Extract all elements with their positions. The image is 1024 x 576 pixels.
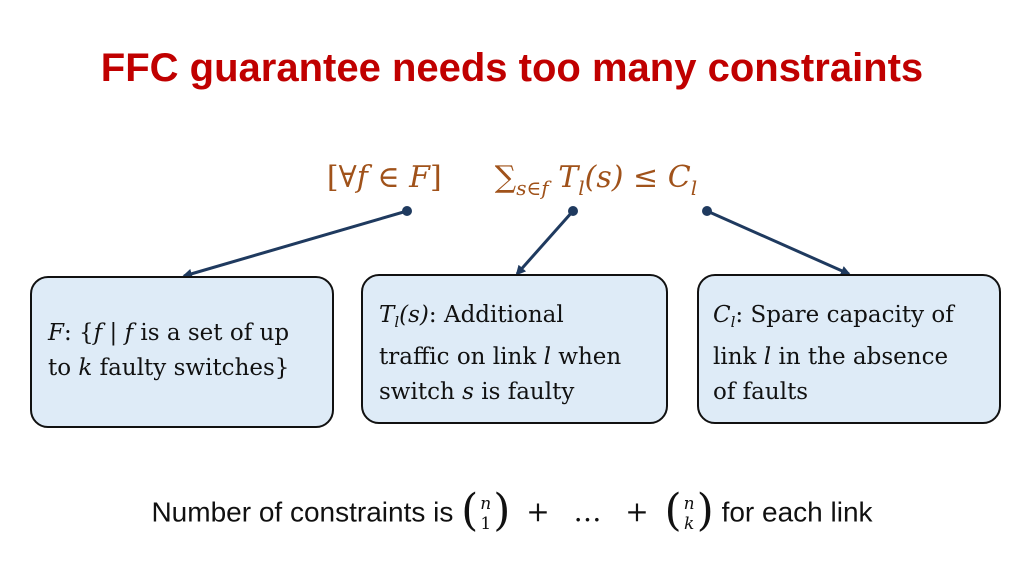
constraint-formula: [∀f ∈ F] ∑s∈f Tl(s) ≤ Cl <box>0 160 1024 200</box>
box-C-text2b: in the absence <box>771 344 949 370</box>
formula-open-bracket: [ <box>326 160 339 195</box>
arrow-to-C-box <box>702 206 851 276</box>
box-F-var-k: k <box>78 355 93 381</box>
box-C-text2a: link <box>713 344 764 370</box>
box-T-sub: l <box>394 313 400 331</box>
formula-C-sub: l <box>690 176 698 200</box>
formula-in: ∈ <box>377 160 400 195</box>
formula-f: f <box>356 160 368 195</box>
binom2-top: n <box>683 494 695 514</box>
formula-set-F: F <box>409 160 430 195</box>
box-C-line-1: Cl: Spare capacity of <box>713 298 989 340</box>
box-T-line-1: Tl(s): Additional <box>379 298 654 340</box>
formula-sum-sub: s∈f <box>516 176 549 200</box>
box-F-text: : { <box>63 320 94 346</box>
ellipsis: … <box>573 495 602 529</box>
box-F-text2a: to <box>48 355 79 381</box>
box-F-var-f2: f <box>124 320 134 346</box>
box-T-text3a: switch <box>379 379 463 405</box>
formula-T: T <box>558 160 579 195</box>
box-F-symbol: F <box>48 320 64 346</box>
box-F-text2b: faulty switches} <box>92 355 290 381</box>
box-F-var-f1: f <box>93 320 103 346</box>
definition-box-T: Tl(s): Additional traffic on link l when… <box>361 274 668 424</box>
box-C-line-3: of faults <box>713 375 989 410</box>
binom1-top: n <box>480 494 492 514</box>
bottom-prefix: Number of constraints is <box>151 496 454 528</box>
box-C-var-l: l <box>763 344 772 370</box>
box-C-text3: of faults <box>713 379 809 405</box>
formula-T-sub: l <box>578 176 585 200</box>
plus-sign-1: + <box>526 495 550 529</box>
box-T-var-s: s <box>462 379 474 405</box>
formula-C: C <box>667 160 691 195</box>
box-T-text2b: when <box>550 344 622 370</box>
definition-box-C: Cl: Spare capacity of link l in the abse… <box>697 274 1001 424</box>
binom1-bottom: 1 <box>480 514 492 534</box>
box-F-line-2: to k faulty switches} <box>48 351 318 386</box>
plus-sign-2: + <box>625 495 649 529</box>
box-C-sub: l <box>730 313 736 331</box>
box-C-symbol: C <box>713 302 731 328</box>
formula-close-bracket: ] <box>429 160 442 195</box>
box-T-line-3: switch s is faulty <box>379 375 654 410</box>
formula-sum: ∑ <box>494 160 517 195</box>
box-F-bar: | <box>102 320 125 346</box>
box-C-line-2: link l in the absence <box>713 340 989 375</box>
box-T-text3b: is faulty <box>473 379 575 405</box>
box-T-var-l: l <box>543 344 551 370</box>
slide-title: FFC guarantee needs too many constraints <box>100 46 924 90</box>
bottom-suffix: for each link <box>721 496 873 528</box>
arrow-to-T-box <box>515 206 578 276</box>
box-T-text1: : Additional <box>428 302 564 328</box>
box-T-arg: (s) <box>399 302 429 328</box>
definition-box-F: F: {f | f is a set of up to k faulty swi… <box>30 276 334 428</box>
formula-forall: ∀ <box>338 160 357 195</box>
binom2-bottom: k <box>683 514 695 534</box>
box-T-line-2: traffic on link l when <box>379 340 654 375</box>
box-F-text-rest: is a set of up <box>133 320 290 346</box>
box-T-text2a: traffic on link <box>379 344 544 370</box>
box-C-text1: : Spare capacity of <box>735 302 954 328</box>
box-F-line-1: F: {f | f is a set of up <box>48 316 318 351</box>
arrow-to-F-box <box>182 206 412 279</box>
formula-T-arg: (s) <box>584 160 624 195</box>
box-T-symbol: T <box>379 302 395 328</box>
formula-leq: ≤ <box>633 160 659 195</box>
